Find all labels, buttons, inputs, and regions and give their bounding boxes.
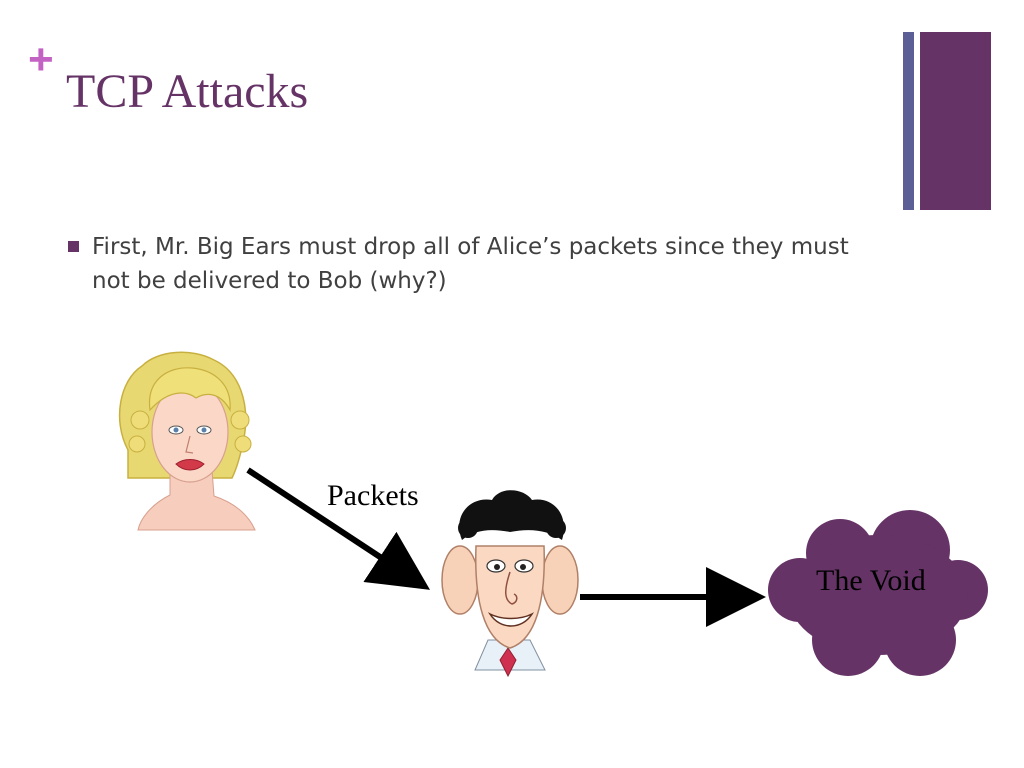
bullet-marker (68, 241, 79, 252)
bullet-text: First, Mr. Big Ears must drop all of Ali… (92, 234, 849, 294)
accent-bar-thin (903, 32, 914, 210)
packets-arrow (246, 467, 431, 590)
bullet-item: First, Mr. Big Ears must drop all of Ali… (68, 230, 888, 298)
alice-icon (118, 351, 256, 531)
packets-label: Packets (327, 479, 419, 512)
void-label: The Void (816, 564, 926, 597)
big-ears-icon (441, 490, 579, 678)
plus-icon: + (28, 35, 54, 84)
slide-title: TCP Attacks (66, 65, 309, 118)
void-cloud-icon (768, 510, 988, 676)
accent-bar-thick (920, 32, 991, 210)
